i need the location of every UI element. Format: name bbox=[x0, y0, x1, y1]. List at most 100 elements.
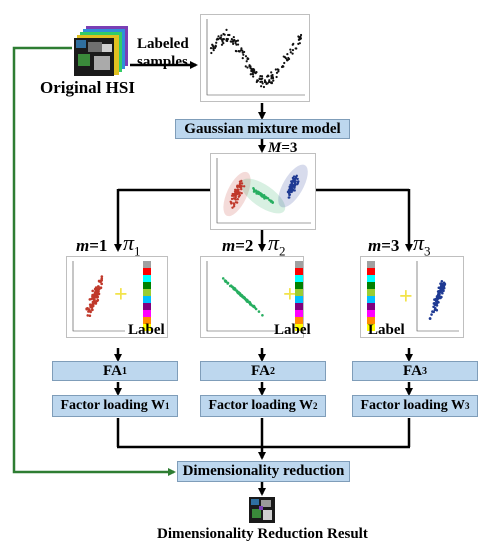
cluster-2-point bbox=[257, 191, 260, 195]
sample-point bbox=[275, 71, 279, 74]
cluster-1-point bbox=[240, 188, 243, 191]
cluster-1-point bbox=[91, 289, 94, 293]
cluster-3-point bbox=[441, 288, 444, 292]
m-equals-label: M=3 bbox=[268, 140, 297, 157]
sample-point bbox=[249, 73, 252, 76]
cluster-1-point bbox=[230, 202, 233, 205]
sample-point bbox=[240, 49, 243, 52]
cluster-1-point bbox=[86, 314, 90, 317]
sample-point bbox=[245, 60, 248, 63]
cluster-1-point bbox=[91, 304, 95, 308]
sample-point bbox=[284, 57, 288, 60]
sample-point bbox=[222, 38, 225, 41]
cluster-3-point bbox=[288, 196, 291, 199]
labeled-samples-scatter bbox=[206, 19, 305, 96]
branch-1-label-text: Label bbox=[128, 322, 165, 338]
branch-2-m-label: m=2 bbox=[222, 236, 254, 255]
sample-point bbox=[220, 34, 223, 37]
labeled-samples-label-line1: Labeled bbox=[137, 36, 189, 52]
sample-point bbox=[297, 35, 300, 38]
sample-point bbox=[218, 37, 221, 40]
label-colorbar bbox=[367, 261, 375, 331]
sample-point bbox=[235, 50, 238, 53]
sample-point bbox=[270, 71, 273, 74]
colorbar-swatch bbox=[295, 303, 303, 310]
cluster-1-point bbox=[232, 192, 235, 196]
sample-point bbox=[230, 38, 233, 41]
cluster-3-point bbox=[431, 310, 434, 313]
branch-3-scatter bbox=[416, 261, 459, 332]
sample-point bbox=[209, 47, 213, 50]
cluster-2-point bbox=[257, 310, 261, 313]
sample-point bbox=[210, 51, 213, 55]
cluster-3-point bbox=[435, 308, 439, 312]
colorbar-swatch bbox=[367, 275, 375, 282]
branch-3-pi-label: π3 bbox=[413, 230, 431, 259]
sample-point bbox=[289, 48, 292, 51]
dimensionality-reduction-label: Dimensionality reduction bbox=[182, 463, 345, 479]
cluster-3-point bbox=[293, 183, 296, 187]
sample-point bbox=[266, 82, 269, 85]
cluster-1-point bbox=[232, 205, 236, 208]
cluster-3-point bbox=[435, 304, 439, 307]
sample-point bbox=[249, 66, 252, 70]
branch-2-scatter-plot: + bbox=[200, 256, 304, 338]
sample-point bbox=[246, 66, 249, 69]
sample-point bbox=[214, 44, 217, 47]
colorbar-swatch bbox=[367, 310, 375, 317]
cluster-2-point bbox=[252, 188, 256, 192]
cluster-1-point bbox=[230, 197, 234, 201]
cluster-2-point bbox=[229, 284, 233, 287]
cluster-3-point bbox=[288, 193, 292, 196]
sample-point bbox=[244, 65, 247, 68]
cluster-1-point bbox=[96, 285, 100, 288]
cluster-1-point bbox=[94, 292, 98, 296]
cluster-1-point bbox=[100, 275, 104, 278]
cluster-3-point bbox=[433, 306, 437, 310]
sample-point bbox=[286, 58, 289, 61]
sample-point bbox=[299, 37, 302, 40]
cluster-3-point bbox=[293, 189, 296, 192]
cluster-3-point bbox=[440, 280, 444, 283]
sample-point bbox=[271, 73, 274, 77]
sample-point bbox=[236, 39, 240, 42]
scatter-axes bbox=[416, 261, 459, 332]
sample-point bbox=[225, 39, 228, 42]
sample-point bbox=[228, 33, 231, 37]
cluster-1-point bbox=[240, 182, 244, 185]
sample-point bbox=[270, 77, 273, 80]
sample-point bbox=[236, 43, 240, 46]
sample-point bbox=[287, 56, 290, 60]
cluster-3-point bbox=[440, 295, 443, 299]
cluster-3-point bbox=[292, 180, 295, 183]
sample-point bbox=[244, 55, 248, 58]
sample-point bbox=[212, 49, 215, 52]
branch-3-label-text: Label bbox=[368, 322, 405, 338]
result-image bbox=[249, 497, 275, 523]
sample-point bbox=[260, 75, 264, 78]
labeled-samples-scatter-plot bbox=[200, 14, 310, 102]
colorbar-swatch bbox=[367, 261, 375, 268]
sample-point bbox=[291, 52, 294, 55]
branch-3-scatter-plot: + bbox=[360, 256, 464, 338]
cluster-1-point bbox=[100, 282, 103, 286]
colorbar-swatch bbox=[295, 268, 303, 275]
branch-2-label-text: Label bbox=[274, 322, 311, 338]
cluster-2-point bbox=[263, 195, 266, 199]
hyperspectral-cube-image bbox=[72, 26, 130, 78]
cluster-1-point bbox=[240, 191, 243, 195]
sample-point bbox=[262, 85, 266, 89]
sample-point bbox=[253, 69, 256, 72]
cluster-2-point bbox=[221, 277, 225, 280]
sample-point bbox=[261, 77, 264, 80]
sample-point bbox=[242, 53, 245, 56]
cluster-1-point bbox=[232, 197, 236, 200]
sample-point bbox=[225, 28, 228, 31]
cluster-3-point bbox=[432, 305, 435, 309]
plus-icon: + bbox=[114, 282, 128, 308]
scatter-axes bbox=[206, 19, 305, 96]
label-colorbar bbox=[143, 261, 151, 331]
colorbar-swatch bbox=[143, 289, 151, 296]
